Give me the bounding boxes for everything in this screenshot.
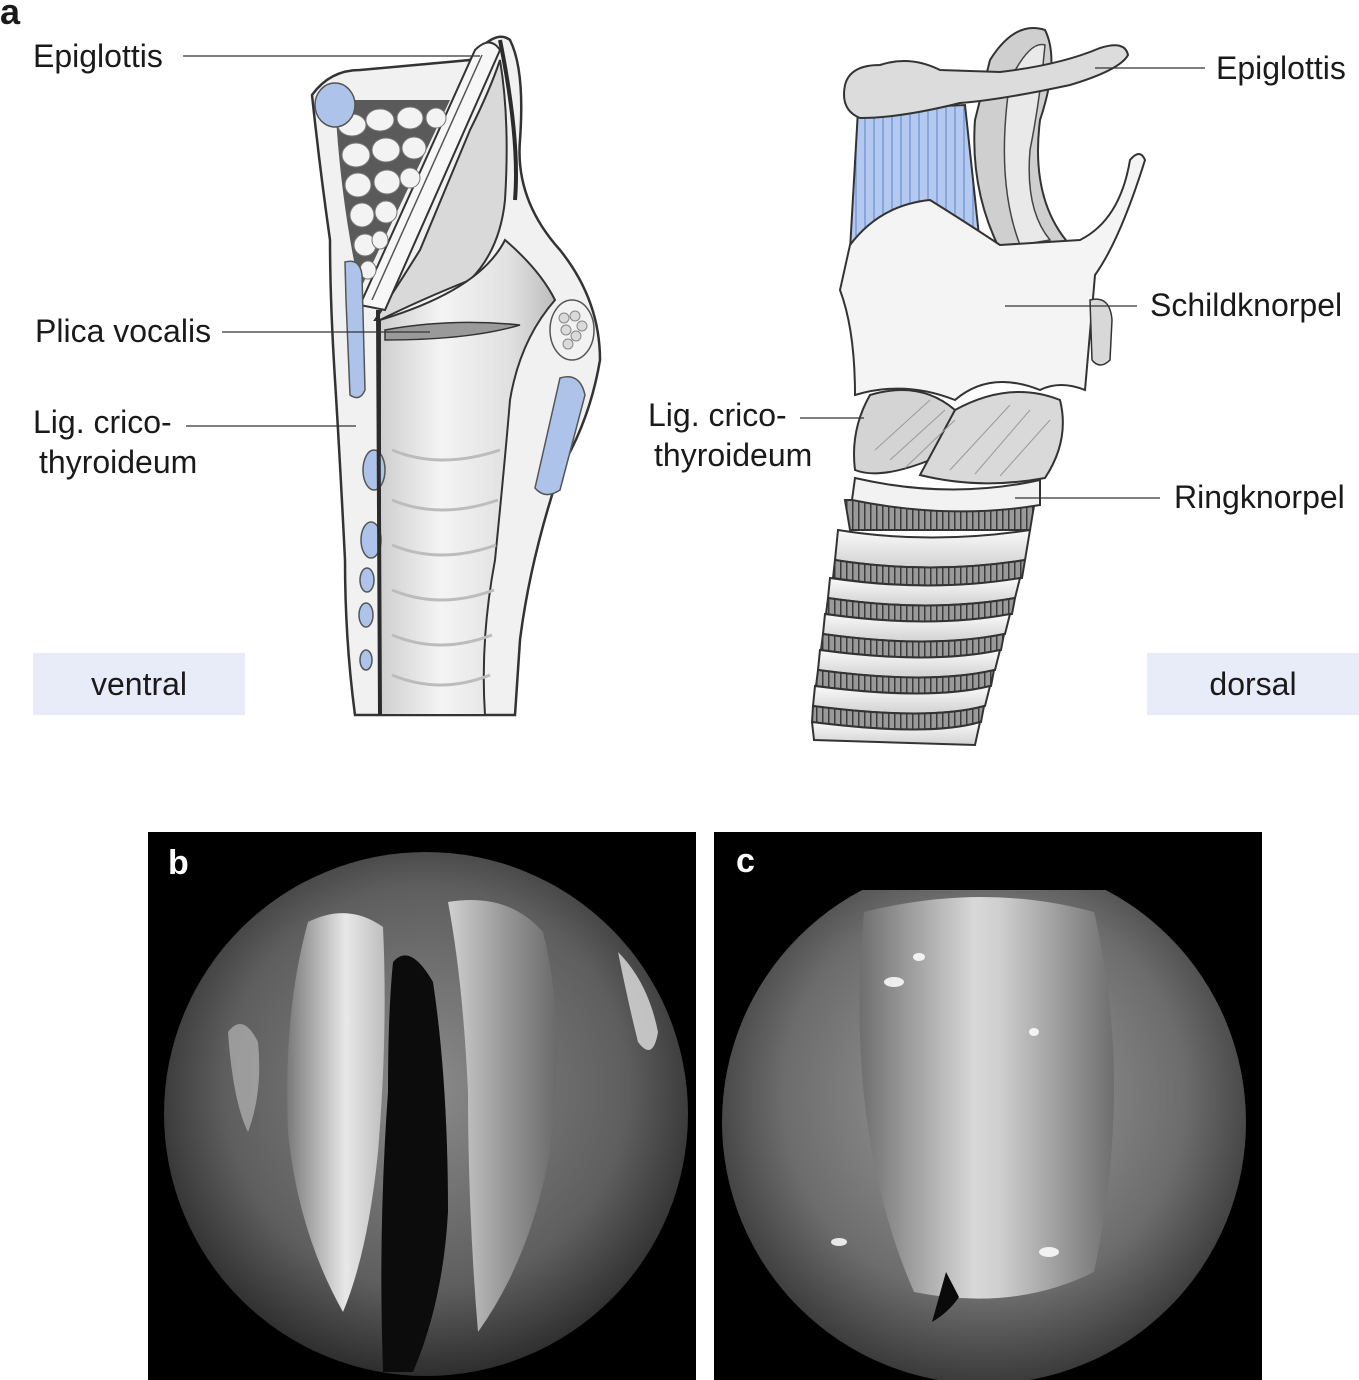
panel-letter-c: c: [736, 842, 755, 880]
ventral-section-drawing: [310, 35, 602, 717]
view-label-ventral: ventral: [33, 653, 245, 715]
label-lig-cricothyroideum-dorsal: Lig. crico- thyroideum: [648, 395, 812, 475]
view-label-dorsal: dorsal: [1147, 653, 1359, 715]
label-line-1: Lig. crico-: [648, 397, 787, 433]
label-schildknorpel: Schildknorpel: [1150, 287, 1343, 323]
label-ringknorpel: Ringknorpel: [1174, 479, 1345, 515]
ventral-leader-lines: [183, 55, 480, 427]
label-epiglottis-ventral: Epiglottis: [33, 38, 163, 74]
dorsal-leader-lines: [800, 67, 1205, 499]
endoscopy-photo-c: c: [714, 832, 1262, 1380]
label-line-2: thyroideum: [654, 437, 813, 473]
endoscopy-photo-b: b: [148, 832, 696, 1380]
label-plica-vocalis: Plica vocalis: [35, 313, 212, 349]
panel-letter-b: b: [168, 844, 189, 882]
label-epiglottis-dorsal: Epiglottis: [1216, 50, 1346, 86]
endoscopy-image-b: [164, 852, 688, 1376]
label-lig-cricothyroideum-ventral: Lig. crico- thyroideum: [33, 402, 197, 482]
dorsal-view-drawing: [810, 27, 1147, 747]
label-line-2: thyroideum: [39, 444, 198, 480]
label-line-1: Lig. crico-: [33, 404, 172, 440]
panel-a-illustration: [183, 27, 1205, 747]
panel-letter-a: a: [0, 0, 21, 32]
endoscopy-image-c: [722, 860, 1246, 1380]
